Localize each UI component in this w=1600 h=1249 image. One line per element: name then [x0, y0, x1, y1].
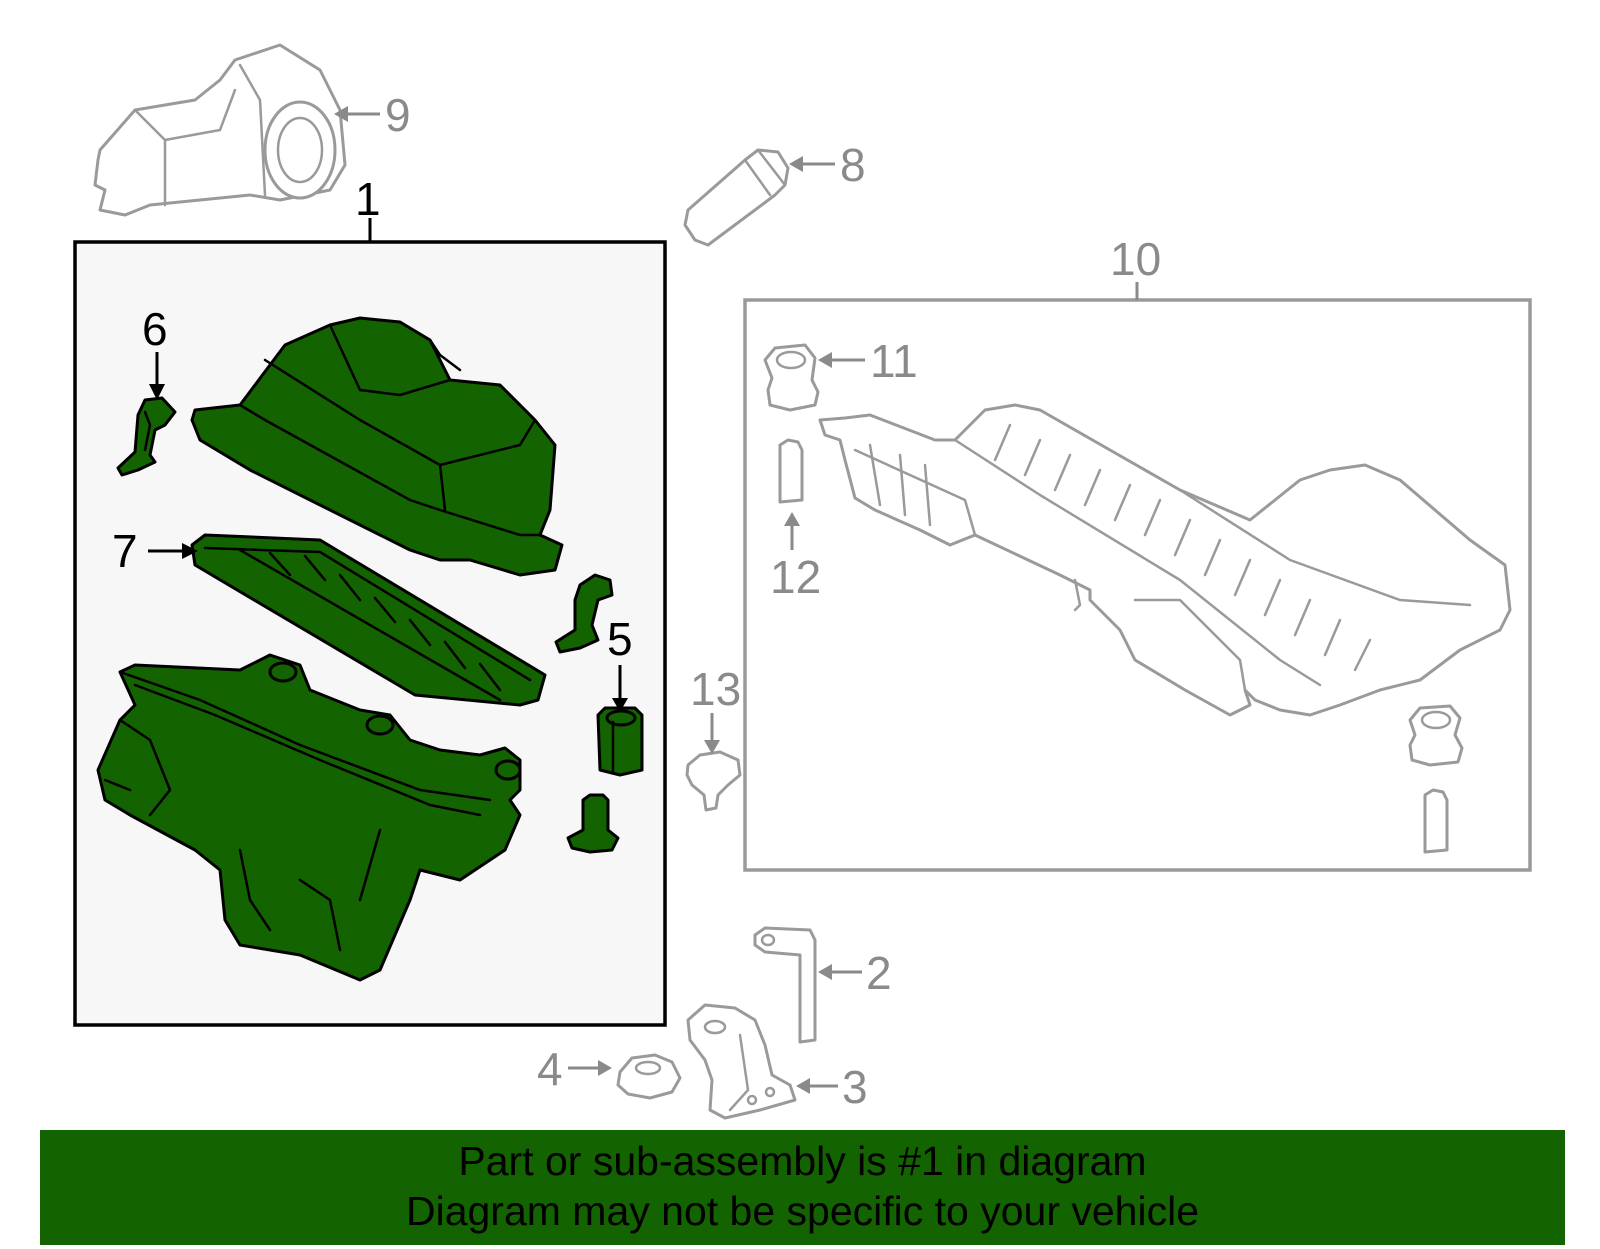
- callout-7-arrow: [182, 543, 198, 559]
- insert-lower-right: [1423, 788, 1449, 854]
- callout-5: 5: [607, 613, 633, 665]
- callout-5-arrow: [612, 698, 628, 712]
- info-banner: Part or sub-assembly is #1 in diagram Di…: [40, 1130, 1565, 1245]
- small-green-mount: [566, 793, 620, 854]
- grommet-lower-right: [1408, 704, 1464, 767]
- part-12-insert: [778, 438, 804, 504]
- banner-line-2: Diagram may not be specific to your vehi…: [405, 1188, 1199, 1234]
- callout-7: 7: [112, 525, 138, 577]
- callout-9-arrow: [334, 106, 348, 122]
- part-2-bracket: [753, 926, 817, 1044]
- callout-1: 1: [355, 173, 381, 225]
- callout-4: 4: [537, 1043, 563, 1095]
- callout-2: 2: [866, 947, 892, 999]
- callout-11-arrow: [818, 352, 832, 368]
- callout-12: 12: [770, 551, 821, 603]
- callout-8: 8: [840, 139, 866, 191]
- banner-line-1: Part or sub-assembly is #1 in diagram: [458, 1138, 1147, 1184]
- part-9-airflow-sensor: [93, 43, 347, 217]
- part-3-bracket: [686, 1003, 797, 1120]
- callout-3-arrow: [796, 1078, 810, 1094]
- callout-13: 13: [690, 663, 741, 715]
- callout-3: 3: [842, 1061, 868, 1113]
- part-4-nut: [616, 1053, 682, 1100]
- callout-11: 11: [870, 335, 918, 387]
- callout-2-arrow: [818, 964, 832, 980]
- air-cleaner-lower-housing: [96, 653, 522, 982]
- callout-10: 10: [1110, 233, 1161, 285]
- callout-8-arrow: [789, 156, 803, 172]
- callout-4-arrow: [598, 1060, 612, 1076]
- callout-6-arrow: [149, 384, 165, 400]
- part-8-pin: [683, 148, 790, 247]
- filter-element: [190, 533, 547, 707]
- part-6-hose: [116, 396, 177, 477]
- callout-6: 6: [142, 303, 168, 355]
- air-cleaner-upper-cover: [190, 316, 564, 577]
- part-5-grommet: [596, 706, 644, 777]
- callout-9: 9: [385, 89, 411, 141]
- part-11-grommet: [763, 343, 820, 412]
- intake-duct: [818, 403, 1512, 717]
- part-13-clip: [685, 750, 742, 812]
- callout-12-arrow: [784, 512, 800, 526]
- small-green-hose: [554, 573, 614, 654]
- callout-13-arrow: [704, 740, 720, 754]
